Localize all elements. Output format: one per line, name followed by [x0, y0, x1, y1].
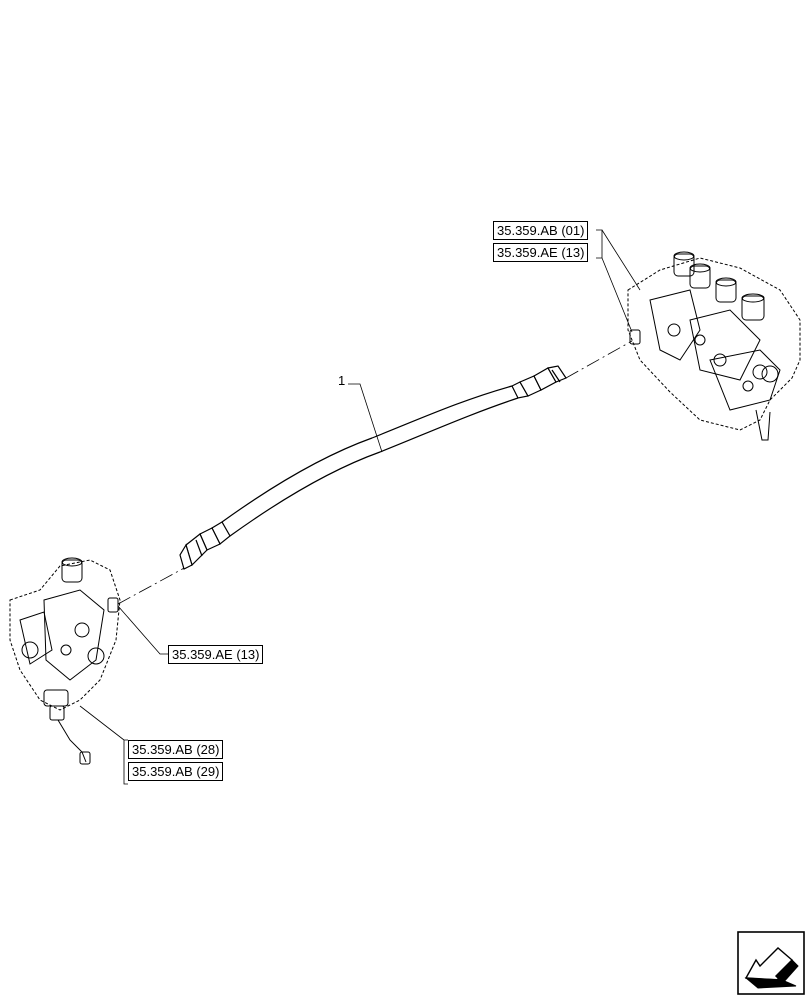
leader-lines — [79, 229, 641, 785]
assembly-centerline — [117, 340, 633, 605]
reference-label-right-top[interactable]: 35.359.AB (01) — [493, 221, 589, 240]
left-control-valve — [9, 557, 121, 765]
next-page-arrow-icon — [737, 931, 805, 995]
hydraulic-hose — [179, 365, 567, 570]
reference-label-left-bottom-second[interactable]: 35.359.AB (29) — [128, 762, 224, 781]
right-control-valve — [627, 251, 801, 441]
reference-label-left-middle[interactable]: 35.359.AE (13) — [168, 645, 264, 664]
reference-label-right-second[interactable]: 35.359.AE (13) — [493, 243, 589, 262]
item-number-callout: 1 — [338, 373, 346, 388]
reference-label-left-bottom-first[interactable]: 35.359.AB (28) — [128, 740, 224, 759]
